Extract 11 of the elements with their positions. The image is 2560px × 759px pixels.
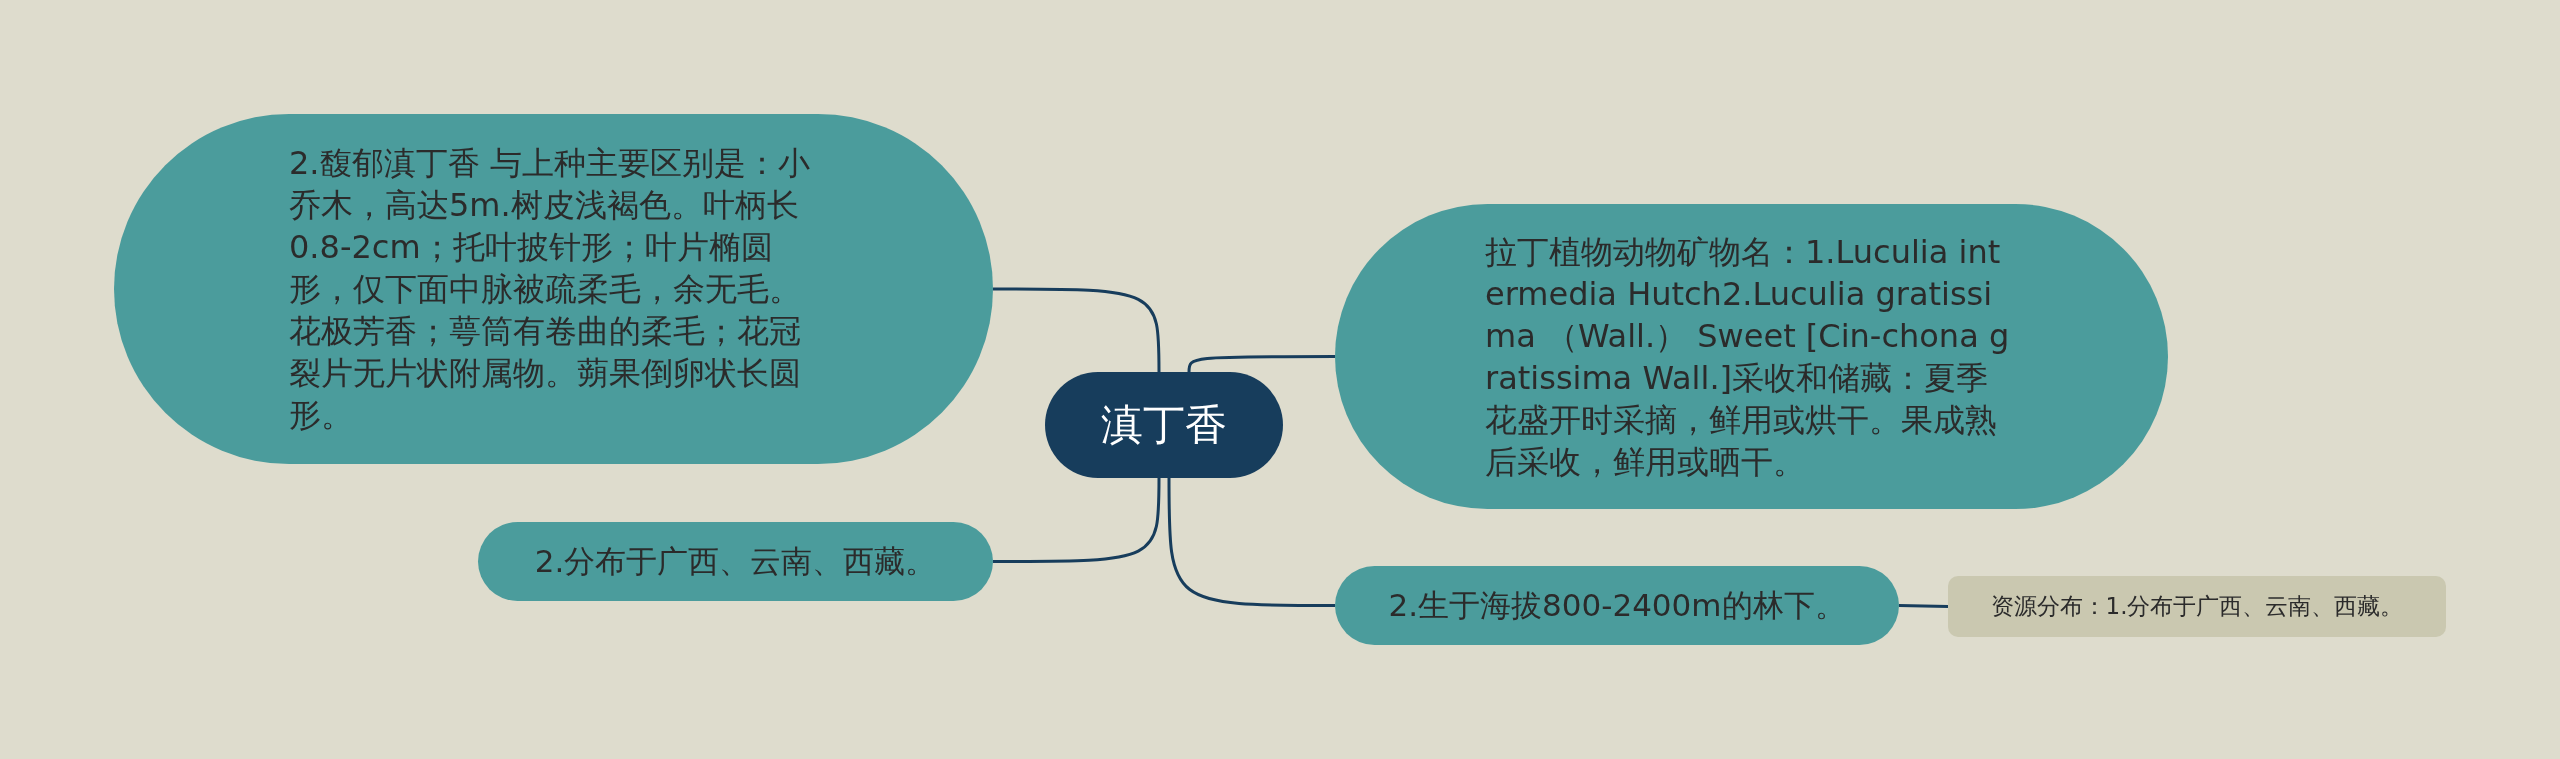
node-text: 拉丁植物动物矿物名：1.Luculia intermedia Hutch2.Luculia gratissima （Wall.） Sweet [Cin-chona gratissima Wall.]采收和储藏：夏季花盛开时采摘，鲜用或烘干。果成熟后采收，鲜用或晒干。 [1485,231,2011,483]
node-text: 2.馥郁滇丁香 与上种主要区别是：小乔木，高达5m.树皮浅褐色。叶柄长0.8-2cm；托叶披针形；叶片椭圆形，仅下面中脉被疏柔毛，余无毛。花极芳香；萼筒有卷曲的柔毛；花冠裂片无片状附属物。蒴果倒卵状长圆形。 [289,143,811,436]
connector-line [1167,478,1335,607]
node-text: 资源分布：1.分布于广西、云南、西藏。 [1990,591,2404,621]
node-text: 2.生于海拔800-2400m的林下。 [1388,586,1846,626]
connector-line [1187,355,1335,373]
node-text: 滇丁香 [1101,398,1227,451]
node-text: 2.分布于广西、云南、西藏。 [534,542,937,582]
connector-line [993,287,1161,372]
connector-line [993,478,1161,563]
note-box [1948,576,2446,637]
